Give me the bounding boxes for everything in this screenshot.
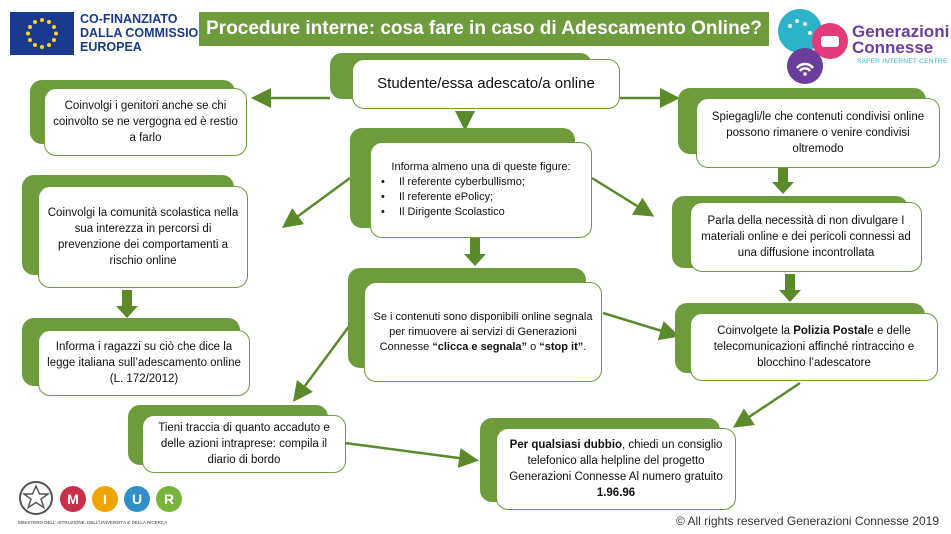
svg-text:R: R (164, 491, 174, 507)
arrow-to-divulge (591, 176, 655, 217)
svg-text:U: U (132, 491, 142, 507)
doubt-text-1: , chiedi un consiglio telefonico alla he… (509, 439, 723, 483)
community-box: Coinvolgi la comunità scolastica nella s… (38, 186, 248, 288)
block-arrow-explain-divulge (772, 168, 794, 194)
police-box: Coinvolgete la Polizia Postale e delle t… (690, 313, 938, 381)
gc-subtitle: SAFER INTERNET CENTRE (857, 58, 948, 65)
report-text-1: Se i contenuti sono disponibili online s… (373, 310, 593, 353)
arrow-track-to-doubt (344, 441, 479, 468)
italian-emblem-logo (16, 478, 56, 518)
arrow-to-community (281, 176, 351, 228)
report-text: Se i contenuti sono disponibili online s… (373, 310, 593, 355)
arrow-to-track (293, 324, 352, 403)
report-text-3: . (583, 340, 587, 353)
explain-box: Spiegagli/le che contenuti condivisi onl… (696, 98, 940, 168)
eu-flag-logo (10, 12, 74, 55)
police-text-1: Coinvolgete la (717, 325, 794, 337)
gc-name-line-2: Connesse (852, 38, 934, 57)
police-text: Coinvolgete la Polizia Postale e delle t… (699, 323, 929, 371)
block-arrow-divulge-police (779, 274, 801, 302)
eu-line-3: EUROPEA (80, 40, 142, 54)
doubt-box: Per qualsiasi dubbio, chiedi un consigli… (496, 428, 736, 510)
eu-line-2: DALLA COMMISSIONE (80, 26, 216, 40)
law-box: Informa i ragazzi su ciò che dice la leg… (38, 330, 250, 396)
report-bold-2: “stop it” (539, 340, 584, 353)
inform-item: Il Dirigente Scolastico (379, 205, 525, 220)
track-box: Tieni traccia di quanto accaduto e delle… (142, 415, 346, 473)
inform-list: Il referente cyberbullismo; Il referente… (379, 175, 525, 220)
arrow-police-to-doubt (732, 381, 801, 428)
arrow-to-police (602, 311, 680, 341)
report-box: Se i contenuti sono disponibili online s… (364, 282, 602, 382)
svg-text:M: M (67, 491, 79, 507)
gc-name-line-1: Generazioni (852, 22, 950, 41)
generazioni-connesse-logo (775, 6, 945, 86)
report-text-2: o (527, 340, 540, 353)
student-box: Studente/essa adescato/a online (352, 59, 620, 109)
eu-cofinancing-text: CO-FINANZIATO DALLA COMMISSIONE EUROPEA (80, 12, 216, 54)
doubt-number: 1.96.96 (596, 487, 636, 499)
divulge-box: Parla della necessità di non divulgare I… (690, 202, 922, 272)
inform-box: Informa almeno una di queste figure: Il … (370, 142, 592, 238)
doubt-text: Per qualsiasi dubbio, chiedi un consigli… (505, 437, 727, 501)
page-title: Procedure interne: cosa fare in caso di … (199, 12, 769, 46)
inform-title: Informa almeno una di queste figure: (391, 161, 571, 173)
report-bold-1: “clicca e segnala” (432, 340, 528, 353)
miur-caption: MINISTERO DELL’ ISTRUZIONE, DELL’UNIVERS… (18, 520, 168, 525)
block-arrow-community-law (116, 290, 138, 318)
eu-line-1: CO-FINANZIATO (80, 12, 178, 26)
doubt-bold: Per qualsiasi dubbio (509, 439, 623, 451)
block-arrow-inform-report (464, 238, 486, 266)
parents-box: Coinvolgi i genitori anche se chi coinvo… (44, 88, 247, 156)
svg-text:I: I (103, 491, 107, 507)
inform-item: Il referente cyberbullismo; (379, 175, 525, 190)
police-bold: Polizia Postal (793, 325, 868, 337)
police-text-2: e e delle telecomunicazioni affinché rin… (713, 325, 915, 369)
inform-item: Il referente ePolicy; (379, 190, 525, 205)
copyright-text: © All rights reserved Generazioni Connes… (676, 514, 939, 528)
